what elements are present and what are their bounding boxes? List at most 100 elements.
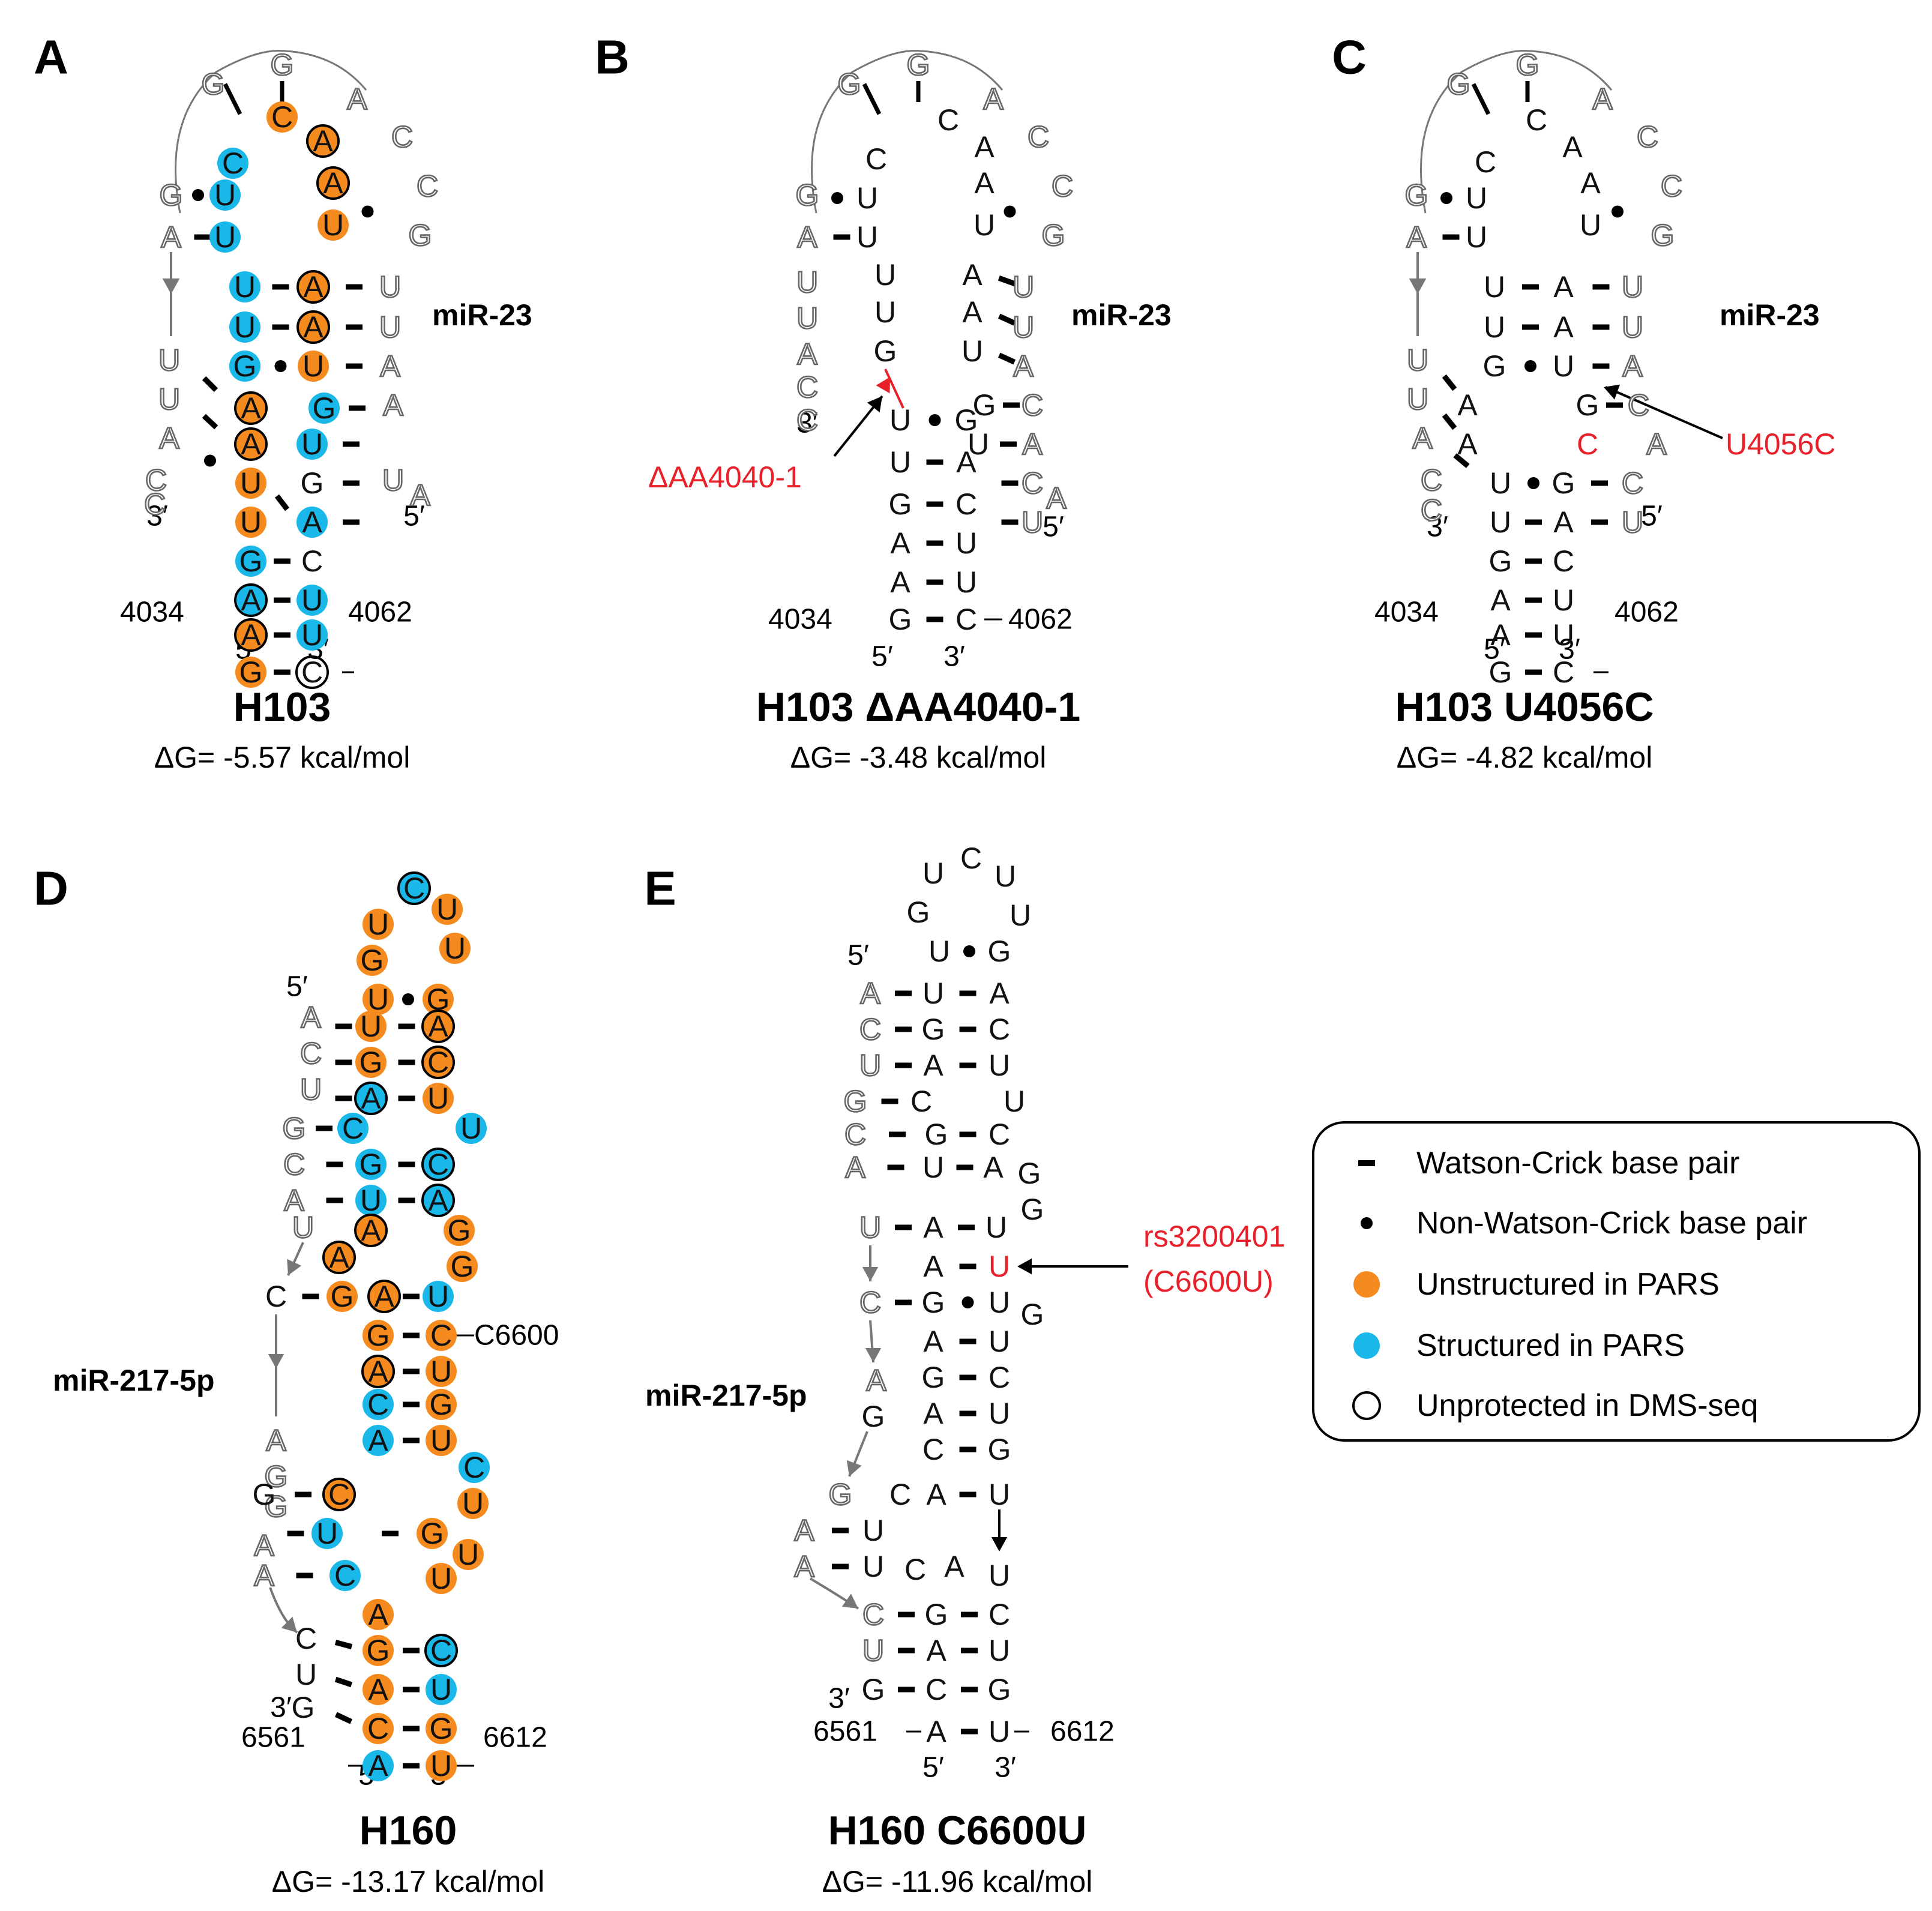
unprotected-circle — [421, 1184, 455, 1217]
nucleotide: C — [222, 146, 244, 180]
panel-a-mirna-three: 3′ — [146, 501, 168, 532]
nucleotide: G — [265, 1490, 288, 1523]
panel-b-mutation-label: ΔAA4040-1 — [648, 460, 802, 494]
panel-e-mirna-three: 3′ — [828, 1683, 850, 1715]
watson-crick-pair-mark — [998, 313, 1016, 326]
nucleotide: U — [989, 1049, 1010, 1082]
legend-item-label: Unstructured in PARS — [1416, 1267, 1720, 1302]
unstructured-circle — [355, 1011, 387, 1042]
structured-circle — [229, 271, 260, 302]
nucleotide: G — [1516, 48, 1539, 82]
unprotected-circle — [424, 1634, 458, 1667]
nucleotide: G — [239, 544, 263, 578]
unstructured-circle — [363, 1713, 394, 1744]
nucleotide: G — [988, 1673, 1011, 1706]
nucleotide: U — [986, 1211, 1007, 1244]
nucleotide: C — [427, 1148, 449, 1181]
watson-crick-pair-mark — [202, 376, 218, 393]
panel-b-start-num: 4034 — [768, 604, 832, 636]
nucleotide: C — [859, 1286, 881, 1319]
arrowhead — [1604, 384, 1621, 400]
nucleotide: U — [292, 1211, 314, 1244]
nucleotide: G — [988, 934, 1011, 968]
structured-circle — [296, 585, 328, 616]
nucleotide: A — [380, 349, 400, 383]
unstructured-circle — [363, 1599, 394, 1630]
nucleotide: G — [922, 1361, 945, 1394]
mutation-pointer — [1605, 386, 1723, 439]
nucleotide: G — [922, 1286, 945, 1319]
nucleotide: U — [1553, 349, 1574, 383]
nucleotide: U — [1407, 382, 1428, 416]
nucleotide: G — [1018, 1157, 1041, 1190]
deletion-mark — [884, 369, 904, 409]
nucleotide: U — [922, 977, 944, 1010]
nucleotide: C — [367, 1712, 389, 1745]
nucleotide: A — [347, 82, 367, 116]
unstructured-circle — [423, 984, 454, 1015]
nucleotide: U — [1484, 270, 1505, 304]
nucleotide: A — [241, 427, 261, 461]
structured-circle — [229, 351, 260, 382]
nucleotide: C — [922, 1433, 944, 1466]
nucleotide: A — [1406, 220, 1427, 254]
unstructured-circle — [426, 1356, 457, 1387]
unstructured-circle — [363, 1320, 394, 1351]
watson-crick-pair-mark — [274, 494, 290, 511]
nucleotide: C — [430, 1319, 452, 1352]
nucleotide: G — [253, 1478, 276, 1511]
nucleotide: A — [926, 1478, 946, 1511]
nucleotide: U — [968, 427, 989, 461]
structured-circle — [235, 546, 266, 577]
unprotected-circle — [421, 1010, 455, 1043]
nucleotide: G — [292, 1691, 315, 1724]
nucleotide: U — [989, 1715, 1010, 1748]
arrowhead — [841, 1594, 858, 1609]
nucleotide: A — [241, 583, 261, 617]
nucleotide: U — [1013, 270, 1034, 304]
panel-e-three-prime: 3′ — [995, 1752, 1016, 1784]
nucleotide: C — [844, 1118, 866, 1151]
nucleotide: G — [430, 1388, 453, 1421]
non-watson-crick-pair-mark — [928, 414, 941, 426]
nucleotide: U — [301, 583, 323, 617]
nucleotide: U — [462, 1487, 484, 1520]
nucleotide: A — [923, 1250, 943, 1283]
structured-circle — [308, 393, 340, 424]
non-watson-crick-pair-mark — [274, 360, 287, 372]
nucleotide: U — [989, 1286, 1010, 1319]
panel-b-dg: ΔG= -3.48 kcal/mol — [790, 741, 1047, 774]
nucleotide: G — [331, 1280, 354, 1313]
nucleotide: C — [1637, 120, 1658, 154]
nucleotide: U — [1553, 618, 1574, 652]
nucleotide: U — [862, 1550, 884, 1583]
nucleotide: U — [1010, 898, 1031, 932]
nucleotide: G — [1042, 218, 1065, 252]
panel-d-end-num: 6612 — [483, 1722, 547, 1754]
panel-d-mirna-three: 3′ — [270, 1692, 292, 1724]
nucleotide: G — [988, 1433, 1011, 1466]
nucleotide: U — [862, 1634, 884, 1667]
panel-c-mirna-five: 5′ — [1641, 501, 1663, 532]
non-watson-crick-pair-mark — [1004, 205, 1016, 218]
nucleotide: U — [928, 934, 950, 968]
nucleotide: A — [428, 1184, 448, 1217]
nucleotide: A — [845, 1151, 865, 1184]
non-watson-crick-pair-mark — [1612, 205, 1624, 218]
nucleotide: C — [391, 120, 413, 154]
nucleotide: U — [214, 220, 236, 254]
legend-orange-circle-icon — [1353, 1271, 1380, 1298]
structured-circle — [363, 1750, 394, 1781]
nucleotide: A — [266, 1424, 286, 1457]
nucleotide: U — [989, 1397, 1010, 1430]
structured-circle — [217, 148, 248, 179]
nucleotide: G — [838, 67, 861, 101]
nucleotide: C — [1622, 466, 1643, 500]
unprotected-circle — [234, 427, 268, 461]
nucleotide: U — [240, 505, 262, 539]
nucleotide: A — [374, 1280, 394, 1313]
unstructured-circle — [426, 1425, 457, 1456]
unstructured-circle — [426, 1320, 457, 1351]
non-watson-crick-pair-mark — [204, 454, 216, 467]
unprotected-circle — [322, 1241, 356, 1274]
